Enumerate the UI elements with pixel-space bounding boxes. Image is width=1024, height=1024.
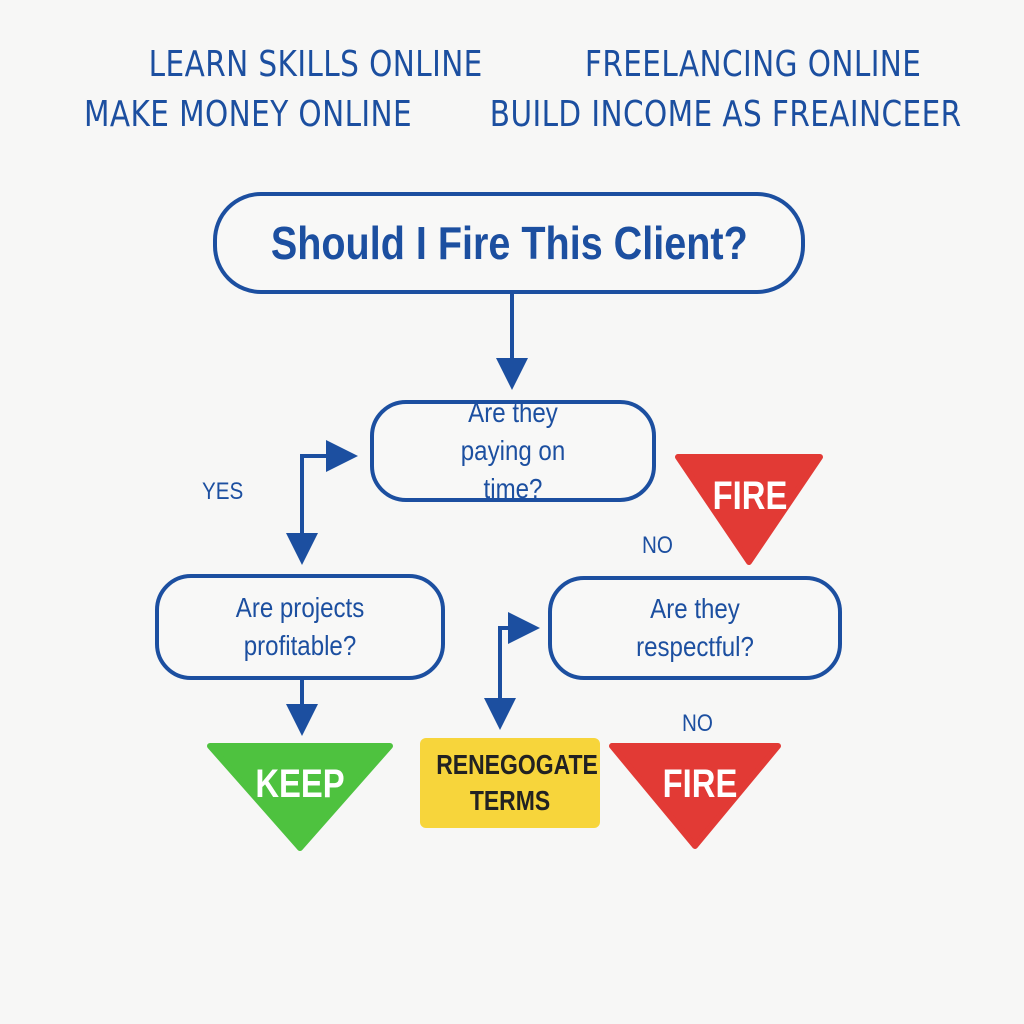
flowchart-title-node: Should I Fire This Client? bbox=[213, 192, 805, 294]
keep-label: KEEP bbox=[255, 762, 345, 806]
tag-freelancing: FREELANCING ONLINE bbox=[584, 44, 922, 85]
question-paying-text: Are they paying on time? bbox=[460, 397, 566, 504]
question-profitable-node: Are projects profitable? bbox=[155, 574, 445, 680]
question-paying-node: Are they paying on time? bbox=[370, 397, 656, 504]
fire-top-triangle bbox=[675, 454, 823, 565]
edge-label-yes: YES bbox=[202, 478, 244, 505]
tag-build-income: BUILD INCOME AS FREAINCEER bbox=[489, 94, 962, 135]
arrow-into-respectful bbox=[498, 612, 540, 700]
question-profitable-text: Are projects profitable? bbox=[235, 592, 365, 661]
question-respectful-node: Are they respectful? bbox=[548, 576, 842, 680]
arrow-into-paying bbox=[300, 440, 358, 545]
edge-label-no-top: NO bbox=[642, 532, 673, 559]
edge-label-no-bottom: NO bbox=[682, 710, 713, 737]
tag-learn-skills: LEARN SKILLS ONLINE bbox=[148, 44, 483, 85]
fire-bottom-label: FIRE bbox=[662, 762, 738, 806]
flowchart-title: Should I Fire This Client? bbox=[270, 217, 748, 269]
renegotiate-terms-box: RENEGOGATE TERMS bbox=[420, 738, 600, 828]
fire-top-label: FIRE bbox=[712, 474, 788, 518]
renegotiate-terms-label: RENEGOGATE TERMS bbox=[436, 749, 598, 816]
keep-triangle bbox=[207, 743, 393, 851]
fire-bottom-triangle bbox=[609, 743, 781, 849]
question-respectful-text: Are they respectful? bbox=[636, 593, 754, 662]
tag-make-money: MAKE MONEY ONLINE bbox=[84, 94, 413, 135]
